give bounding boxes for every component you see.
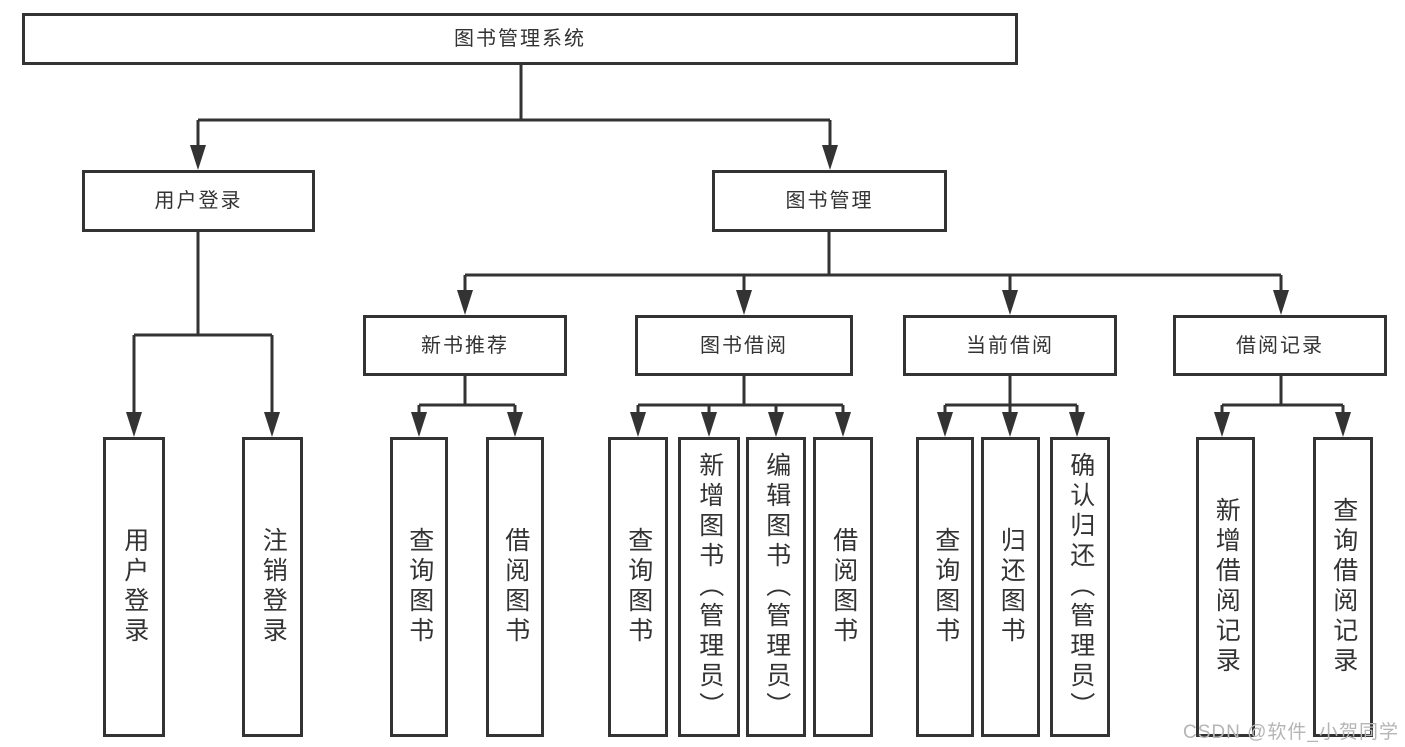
- leaf-user-login: 用户登录: [103, 437, 165, 737]
- node-label: 新增图书（管理员）: [695, 452, 724, 722]
- node-label: 查询图书: [931, 527, 960, 647]
- node-label: 查询图书: [405, 527, 434, 647]
- leaf-query-books-1: 查询图书: [390, 437, 448, 737]
- node-label: 注销登录: [259, 527, 288, 647]
- node-label: 借阅图书: [501, 527, 530, 647]
- leaf-return-books: 归还图书: [981, 437, 1040, 737]
- node-borrowing-records: 借阅记录: [1173, 315, 1387, 376]
- leaf-add-books-admin: 新增图书（管理员）: [678, 437, 740, 737]
- node-current-borrowing: 当前借阅: [903, 315, 1117, 376]
- node-label: 确认归还（管理员）: [1066, 452, 1095, 722]
- leaf-confirm-return-admin: 确认归还（管理员）: [1050, 437, 1110, 737]
- leaf-add-borrow-record: 新增借阅记录: [1196, 437, 1255, 737]
- leaf-borrow-books-1: 借阅图书: [486, 437, 544, 737]
- node-label: 借阅图书: [829, 527, 858, 647]
- node-label: 图书管理系统: [454, 28, 586, 50]
- leaf-query-books-2: 查询图书: [608, 437, 668, 737]
- node-book-management: 图书管理: [712, 170, 947, 232]
- node-label: 编辑图书（管理员）: [762, 452, 791, 722]
- leaf-logout: 注销登录: [242, 437, 303, 737]
- node-label: 新书推荐: [421, 334, 509, 357]
- leaf-edit-books-admin: 编辑图书（管理员）: [746, 437, 806, 737]
- csdn-watermark: CSDN @软件_小贺同学: [1183, 722, 1399, 743]
- node-label: 查询借阅记录: [1329, 497, 1358, 677]
- node-label: 用户登录: [120, 527, 149, 647]
- node-label: 查询图书: [624, 527, 653, 647]
- node-label: 归还图书: [997, 527, 1026, 647]
- node-label: 图书借阅: [700, 334, 788, 357]
- leaf-query-borrow-record: 查询借阅记录: [1313, 437, 1373, 737]
- node-label: 借阅记录: [1236, 334, 1324, 357]
- node-label: 新增借阅记录: [1212, 497, 1241, 677]
- leaf-borrow-books-2: 借阅图书: [813, 437, 873, 737]
- node-root-system: 图书管理系统: [22, 13, 1018, 65]
- node-new-book-recommend: 新书推荐: [363, 315, 567, 376]
- node-book-borrowing: 图书借阅: [635, 315, 853, 376]
- node-user-login: 用户登录: [82, 170, 315, 232]
- node-label: 当前借阅: [966, 334, 1054, 357]
- node-label: 用户登录: [154, 190, 243, 212]
- leaf-query-books-3: 查询图书: [916, 437, 974, 737]
- node-label: 图书管理: [785, 190, 874, 212]
